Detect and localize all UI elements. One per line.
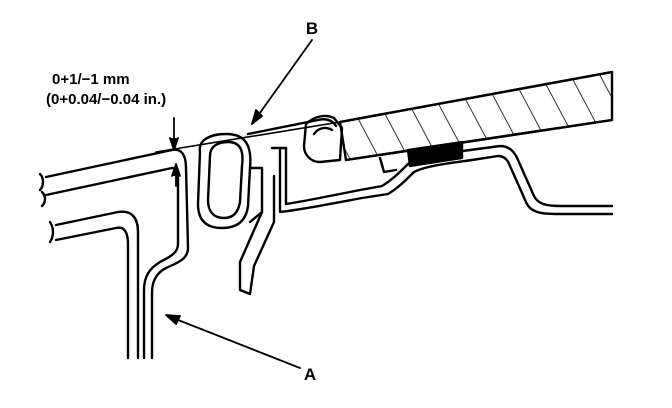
molding-b: [238, 114, 416, 296]
flush-reference-line: [155, 121, 341, 153]
outer-panel-a: [38, 148, 174, 208]
seal-bulb: [196, 132, 252, 230]
adhesive-bead: [406, 140, 464, 168]
leader-b: [251, 39, 313, 125]
leader-a: [165, 314, 301, 369]
dimension-label-mm: 0+1/−1 mm: [52, 71, 130, 88]
windshield-glass: [338, 70, 614, 162]
dimension-label-in: (0+0.04/−0.04 in.): [46, 91, 166, 108]
label-b: B: [306, 19, 318, 38]
inner-panel-a: [48, 148, 190, 360]
dimension-arrows: [169, 117, 181, 187]
label-a: A: [304, 365, 316, 384]
